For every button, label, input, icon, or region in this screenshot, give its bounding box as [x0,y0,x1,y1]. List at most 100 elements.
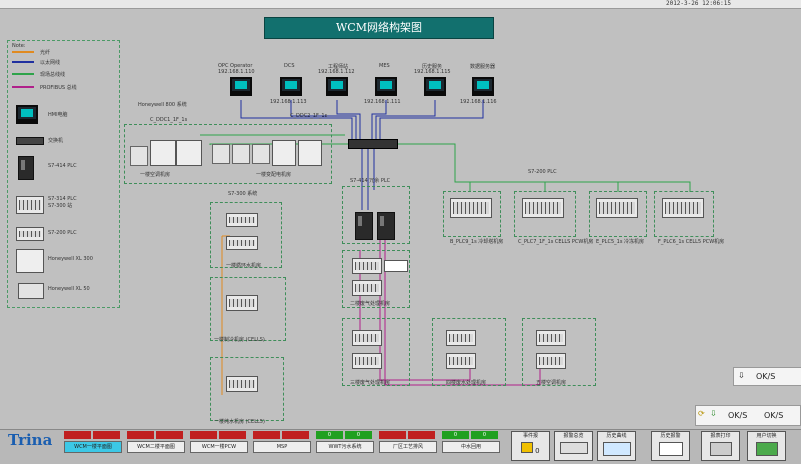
nav-wcm-pcw-button[interactable]: WCM一楼PCW [190,441,248,453]
s7-300-rack-3[interactable] [226,295,258,311]
room6-group [432,318,506,386]
pc-dcs-icon[interactable] [280,77,302,96]
status-cell [156,431,183,439]
xl300-device-4[interactable] [298,140,322,166]
s7-414-rack-7[interactable] [536,330,566,346]
nav-exhaust-button[interactable]: 厂区工艺排风 [379,441,437,453]
s7-300-label: S7-300 系统 [228,191,258,197]
alarm-list-icon [559,442,588,454]
s7-200-rack-a[interactable] [450,198,492,218]
s7-200-icon [16,227,44,241]
room2-group [210,277,286,341]
s7-200-rack-b[interactable] [522,198,564,218]
s7-200-rack-d[interactable] [662,198,704,218]
legend-label-xl300: Honeywell XL 300 [48,256,93,262]
pc-hist-icon[interactable] [424,77,446,96]
legend-label-s7-200: S7-200 PLC [48,230,77,236]
legend-label-switch: 交换机 [48,138,64,144]
room4-label: 二楼废气处理机房 [350,301,391,307]
nav-wwt-button[interactable]: WWT污水系统 [316,441,374,453]
core-switch-icon[interactable] [348,139,398,149]
status-cell: 0 [316,431,343,439]
nav-wcm-1f-button[interactable]: WCM一楼平面图 [64,441,122,453]
pc-dcs-ip: 192.168.1.113 [270,99,307,105]
s7-300-rack-2[interactable] [226,236,258,250]
s7-414-label: S7-414 冗余 PLC [350,178,391,184]
pc-data-icon[interactable] [472,77,494,96]
tech2-label: 一楼变配电机房 [256,172,292,178]
s7-414-cpu-2[interactable] [377,212,395,240]
status-ok-1: OK/S [756,372,776,381]
event-report-button[interactable]: 事件报 0 [511,431,550,461]
legend-line-fiber [12,51,34,53]
pc-data-label: 数据服务器 [470,64,496,70]
legend-label-ethernet: 以太网线 [40,60,61,66]
top-bar: 2012-3-26 12:06:15 [0,0,801,9]
legend-label-fiber: 光纤 [40,50,51,56]
pc-eng-icon[interactable] [326,77,348,96]
event-report-label: 事件报 [522,433,538,439]
s7-414-rack-4[interactable] [352,353,382,369]
s7-414-rack-6[interactable] [446,353,476,369]
room3-group [210,357,284,421]
page-title: WCM网络构架图 [264,17,494,39]
s200b-label: C_PLC7_1F_1s CELLS PCW机房 [518,239,594,245]
xl50-device-2[interactable] [212,144,230,164]
pc-opc-ip: 192.168.1.110 [218,69,255,75]
legend-line-profibus [12,86,34,88]
s7-414-rack-1-value [384,260,408,272]
report-print-label: 报表打印 [710,433,731,439]
xl300-device-2[interactable] [176,140,202,166]
trina-logo: Trina [8,431,53,449]
status-cell [408,431,435,439]
xl50-device-1[interactable] [130,146,148,166]
status-ok-3: OK/S [764,411,784,420]
report-print-button[interactable]: 报表打印 [701,431,740,461]
hmi-pc-icon [16,105,38,124]
status-cell [379,431,406,439]
s7-414-rack-8[interactable] [536,353,566,369]
s200d-label: F_PLC6_1s CELL5 PCW机房 [658,239,725,245]
s7-200-rack-c[interactable] [596,198,638,218]
datetime: 2012-3-26 12:06:15 [665,0,731,7]
s7-414-rack-1[interactable] [352,258,382,274]
room4-group [342,250,410,308]
s7-200-label: S7-200 PLC [528,169,557,175]
s7-300-rack-4[interactable] [226,376,258,392]
s7-414-cpu-1[interactable] [355,212,373,240]
xl300-device-3[interactable] [272,140,296,166]
status-cell [93,431,120,439]
room7-label: 五楼空调机房 [536,380,567,386]
refresh-icon[interactable]: ⟳ [698,409,705,418]
xl50-device-4[interactable] [252,144,270,164]
legend-line-ethernet [12,61,34,63]
down-arrow-icon-2: ⇩ [710,409,717,418]
pc-eng-ip: 192.168.1.112 [318,69,355,75]
legend-label-s7-414: S7-414 PLC [48,163,77,169]
s200c-group [589,191,647,237]
legend-label-s7-314: S7-314 PLC S7-300 站 [48,196,77,209]
nav-wcm-2f-button[interactable]: WCM二楼平面图 [127,441,185,453]
xl50-device-3[interactable] [232,144,250,164]
s7-414-rack-2[interactable] [352,280,382,296]
s7-414-rack-3[interactable] [352,330,382,346]
room3-label: 一楼纯水机房 (CELL5) [214,419,265,425]
pc-hist-ip: 192.168.1.115 [414,69,451,75]
s7-300-rack-1[interactable] [226,213,258,227]
nav-reuse-button[interactable]: 中水回用 [442,441,500,453]
history-trend-button[interactable]: 历史曲线 [597,431,636,461]
pc-opc-icon[interactable] [230,77,252,96]
nav-msp-button[interactable]: MSP [253,441,311,453]
xl300-device-1[interactable] [150,140,176,166]
user-switch-button[interactable]: 用户切换 [747,431,786,461]
s200a-label: B_PLC9_1s 冷却塔机房 [450,239,504,245]
pc-mes-label: MES [379,63,390,69]
status-cell [64,431,91,439]
room6-label: 四楼废水处理机房 [446,380,487,386]
s7-414-rack-5[interactable] [446,330,476,346]
alarm-overview-button[interactable]: 报警总览 [554,431,593,461]
pc-mes-icon[interactable] [375,77,397,96]
status-ok-2: OK/S [728,411,748,420]
history-alarm-button[interactable]: 历史报警 [651,431,690,461]
status-cell [219,431,246,439]
